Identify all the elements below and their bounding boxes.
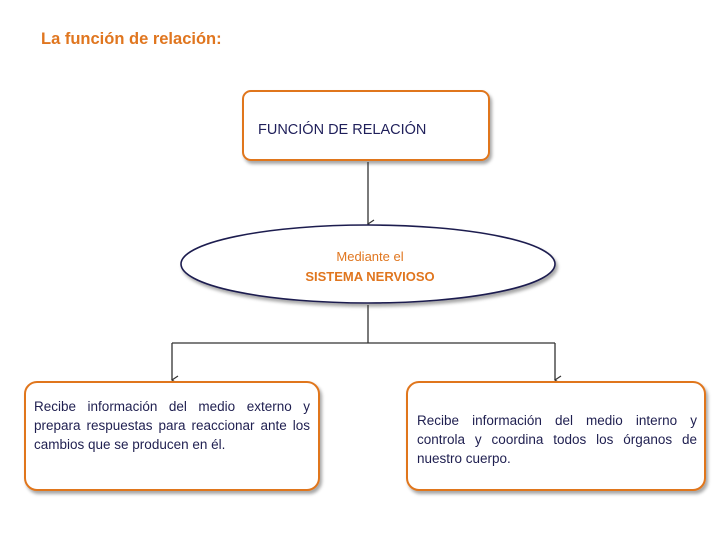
ellipse-line-1: Mediante el: [336, 249, 404, 264]
right-box-text: Recibe información del medio interno y c…: [417, 413, 697, 466]
left-box: [24, 381, 320, 491]
ellipse-line-2: SISTEMA NERVIOSO: [305, 269, 435, 284]
top-box: [242, 90, 490, 161]
slide-title: La función de relación:: [41, 30, 222, 48]
right-box: [406, 381, 706, 491]
left-box-text: Recibe información del medio externo y p…: [34, 399, 310, 452]
ellipse-label: Mediante el SISTEMA NERVIOSO: [250, 247, 490, 287]
top-box-label: FUNCIÓN DE RELACIÓN: [258, 122, 427, 138]
ellipse-node: [180, 224, 556, 304]
